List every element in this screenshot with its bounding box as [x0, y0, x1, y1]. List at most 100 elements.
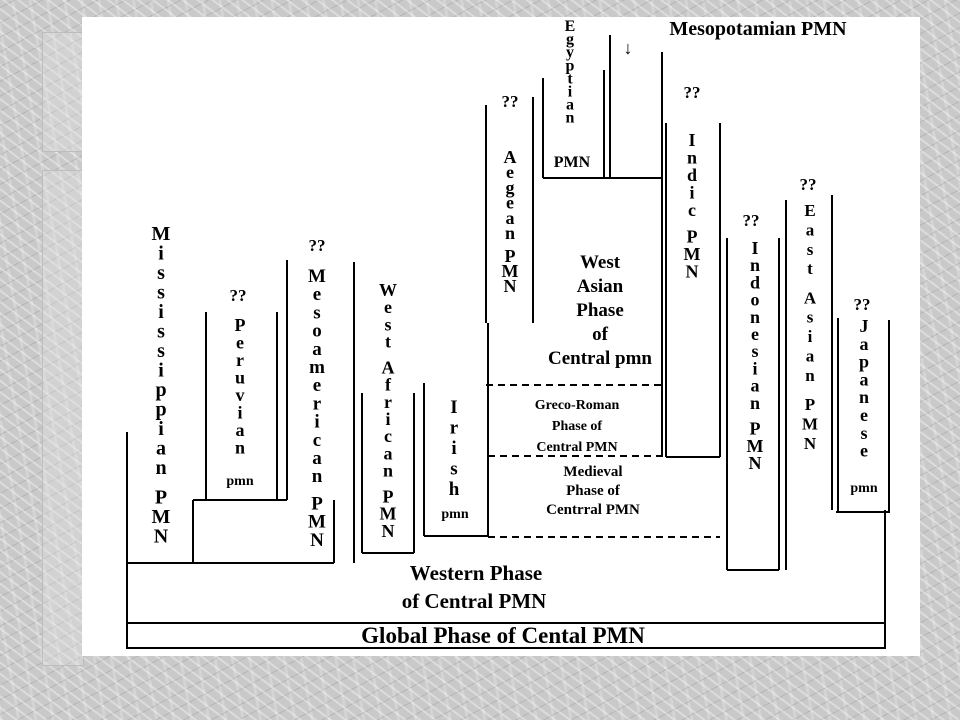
letter: a: [566, 97, 574, 114]
letter: M: [684, 244, 701, 264]
diagram-lines: [126, 35, 890, 649]
letter: M: [152, 506, 171, 528]
letter: e: [751, 324, 759, 344]
letter: a: [156, 438, 166, 460]
mesoamerican-unknown-marker: ??: [309, 236, 326, 255]
aegean-unknown-marker: ??: [502, 92, 519, 111]
letter: i: [158, 301, 164, 323]
letter: p: [155, 399, 166, 421]
letter: e: [313, 375, 321, 396]
letter: n: [805, 366, 815, 385]
letter: g: [506, 177, 515, 197]
label-line: Asian: [577, 276, 624, 297]
letter: r: [384, 392, 392, 412]
background-frame-bottom: [42, 170, 84, 666]
letter: M: [747, 436, 764, 456]
letter: n: [859, 387, 869, 407]
letter: r: [313, 393, 322, 414]
letter: o: [751, 290, 760, 310]
letter: s: [157, 321, 165, 343]
letter: P: [155, 486, 167, 508]
letter: t: [385, 332, 391, 352]
letter: s: [751, 341, 758, 361]
label-line: Greco-Roman: [535, 398, 620, 413]
letter: n: [566, 110, 575, 127]
letter: t: [807, 259, 813, 278]
letter: u: [235, 368, 245, 388]
letter: m: [309, 357, 325, 378]
letter: A: [804, 288, 817, 307]
label-line: Phase of: [552, 419, 603, 434]
letter: a: [236, 420, 245, 440]
letter: I: [688, 130, 695, 150]
letter: h: [449, 479, 460, 500]
letter: I: [450, 397, 457, 418]
letter: M: [502, 261, 519, 281]
letter: s: [313, 302, 320, 323]
letter: M: [152, 223, 171, 245]
letter: i: [752, 358, 757, 378]
mesopotamian-arrow: ↓: [624, 38, 633, 58]
label-line: Centrral PMN: [546, 502, 640, 518]
letter: P: [311, 494, 323, 515]
label-line: Central PMN: [536, 440, 617, 455]
letter: N: [686, 261, 699, 281]
letter: P: [805, 395, 815, 414]
letter: a: [860, 334, 869, 354]
letter: A: [504, 147, 517, 167]
letter: n: [687, 148, 697, 168]
letter: N: [382, 521, 395, 541]
indic-unknown-marker: ??: [684, 83, 701, 102]
letter: I: [751, 238, 758, 258]
letter: M: [308, 512, 326, 533]
letter: e: [313, 284, 321, 305]
diagram-panel: Global Phase of Cental PMN Western Phase…: [82, 17, 920, 656]
peruvian-unknown-marker: ??: [230, 286, 247, 305]
letter: a: [312, 339, 322, 360]
letter: P: [383, 486, 394, 506]
irish-pmn-suffix: pmn: [441, 507, 468, 522]
japanese-pmn-suffix: pmn: [850, 481, 877, 496]
letter: s: [807, 308, 814, 327]
letter: E: [565, 18, 576, 35]
letter: e: [384, 297, 392, 317]
letter: J: [860, 316, 869, 336]
western-phase-line2: of Central PMN: [402, 589, 547, 613]
letter: M: [308, 266, 326, 287]
letter: P: [687, 226, 698, 246]
letter: n: [750, 255, 760, 275]
global-phase-label: Global Phase of Cental PMN: [361, 623, 645, 648]
letter: n: [312, 466, 323, 487]
letter: N: [310, 530, 324, 551]
letter: n: [505, 223, 515, 243]
letter: e: [860, 441, 868, 461]
letter: a: [506, 208, 515, 228]
letter: e: [860, 405, 868, 425]
letter: t: [567, 70, 573, 87]
letter: E: [804, 201, 815, 220]
letter: W: [379, 280, 397, 300]
letter: a: [384, 443, 393, 463]
letter: n: [155, 457, 166, 479]
letter: r: [450, 418, 459, 439]
letter: a: [806, 220, 815, 239]
letter: i: [689, 183, 694, 203]
letter: i: [385, 409, 390, 429]
